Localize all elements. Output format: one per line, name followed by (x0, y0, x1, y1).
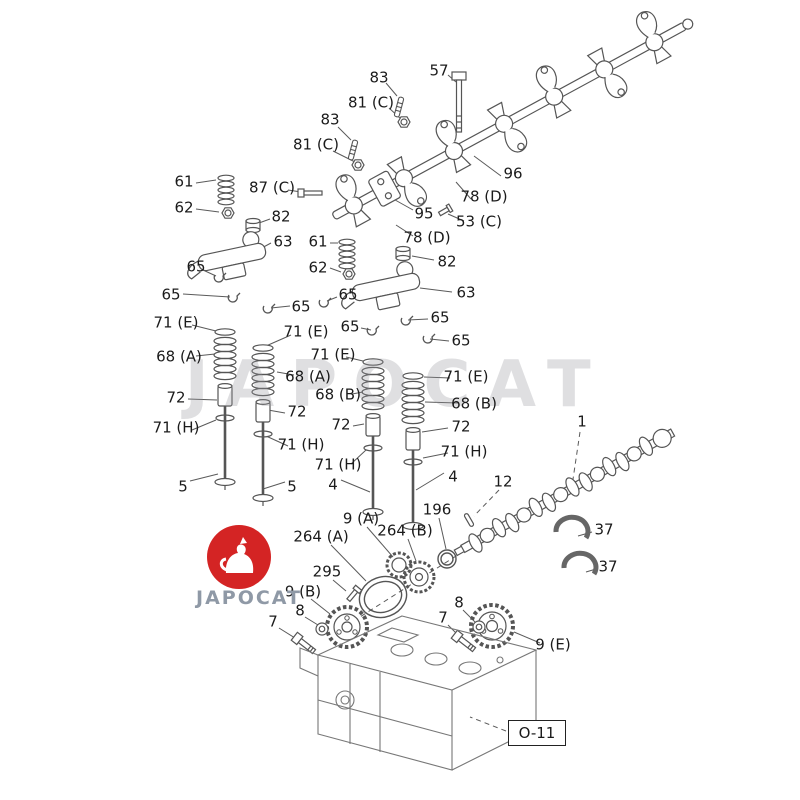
logo-text: JAPOCAT (196, 587, 302, 609)
bolt-53c (437, 203, 454, 217)
washer-8-right (472, 620, 486, 634)
cat-icon (225, 544, 254, 573)
shaft-fasteners (297, 71, 467, 217)
camshaft-key (463, 513, 475, 527)
rocker-shaft-assembly (330, 7, 694, 228)
washer-8-left (315, 622, 329, 636)
bolt-87c (297, 188, 323, 198)
cat-tail-icon (219, 557, 229, 572)
bolt-295 (346, 584, 363, 603)
logo-graphic (207, 525, 271, 589)
timing-gears (325, 549, 515, 649)
ring-264a (358, 575, 408, 619)
gear-9e (469, 603, 515, 649)
rocker-bracket-left (181, 228, 271, 288)
bolt-57 (451, 71, 467, 133)
gear-264b (402, 560, 436, 594)
cylinder-head-block (299, 615, 538, 771)
cat-ear-icon (240, 537, 247, 544)
reference-box[interactable]: O-11 (508, 720, 566, 746)
rocker-bracket-right (335, 258, 425, 318)
reference-box-label: O-11 (518, 724, 556, 742)
bolt-7-left (290, 631, 318, 657)
camshaft (453, 428, 676, 557)
gear-9a (385, 551, 413, 579)
valve-spring-stacks (212, 327, 426, 536)
japocat-logo: JAPOCAT (196, 523, 302, 609)
ring-196 (437, 549, 457, 569)
